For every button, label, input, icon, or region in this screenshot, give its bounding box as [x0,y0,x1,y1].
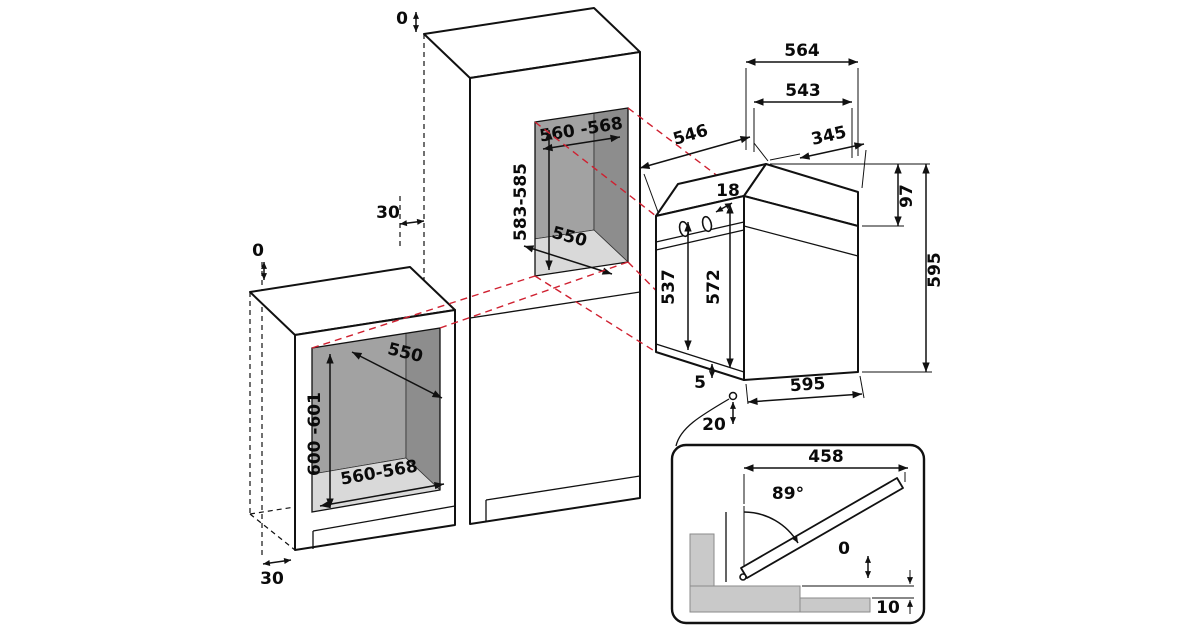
oven-clearance-label: 20 [702,415,726,435]
oven-top-width-dim-line [639,136,751,169]
inset-floor-section [689,585,801,613]
tall-side-gap-dim-line [399,218,425,227]
projection-line-base-right [439,261,629,329]
oven-front-inner-height-label: 537 [659,269,679,305]
inset-floor-step-section [799,597,871,613]
base-niche-height-label: 600 -601 [305,392,325,476]
oven-side-face [743,195,859,381]
oven-height-label: 595 [925,252,945,288]
door-angle-inset: 89° 458 0 10 [670,443,926,625]
inset-open-angle-label: 89° [772,484,804,504]
tall-cabinet-plinth-line [485,475,641,501]
tall-niche-depth-dim-line [523,245,613,275]
base-niche-width-dim-line [319,482,445,508]
oven-depth-overall-label: 564 [784,41,820,61]
oven-knob-right-icon [701,215,713,233]
inset-angle-arc [743,511,799,544]
base-plinth-recess-dim-line [262,558,292,566]
oven-door-top-label: 18 [716,181,740,201]
oven-top-rear-label: 345 [809,122,848,149]
oven-side-panel-line [743,225,859,257]
oven-top-width-label: 546 [671,121,711,150]
oven-width-dim-line [747,390,863,406]
tall-cabinet-counter-line [469,291,641,319]
oven-depth-body-label: 543 [785,81,821,101]
oven [655,163,859,381]
oven-clearance-marker [728,391,738,401]
tall-top-gap-label: 0 [396,9,408,29]
inset-door-length-label: 458 [808,447,844,467]
inset-panel [670,443,926,625]
base-plinth-line [312,505,456,532]
base-niche-depth-dim-line [351,351,443,399]
inset-cabinet-wall-section [689,533,715,587]
tall-side-gap-label: 30 [376,203,400,223]
inset-door-hinge [739,573,747,581]
base-cabinet: 0 550 600 -601 560-568 30 [249,241,456,589]
oven-bottom-gap-label: 5 [694,373,706,393]
projection-line-base-left [311,275,536,349]
tall-niche-height-label: 583-585 [511,163,531,241]
projection-line-top-left [534,121,657,217]
base-rear-gap-label: 0 [252,241,264,261]
inset-floor-gap-label: 10 [876,598,900,618]
oven-front-face [655,195,745,381]
inset-leader-line [675,398,730,447]
oven-width-label: 595 [789,374,826,396]
base-plinth-recess-label: 30 [260,569,284,589]
tall-niche-width-dim-line [542,134,621,152]
inset-zero-gap-label: 0 [838,539,850,559]
oven-front-height-label: 572 [704,269,724,305]
oven-top-rear-dim-line [799,142,865,160]
oven-panel-height-label: 97 [897,184,917,208]
base-hidden-bottom-left-edge [249,513,296,551]
